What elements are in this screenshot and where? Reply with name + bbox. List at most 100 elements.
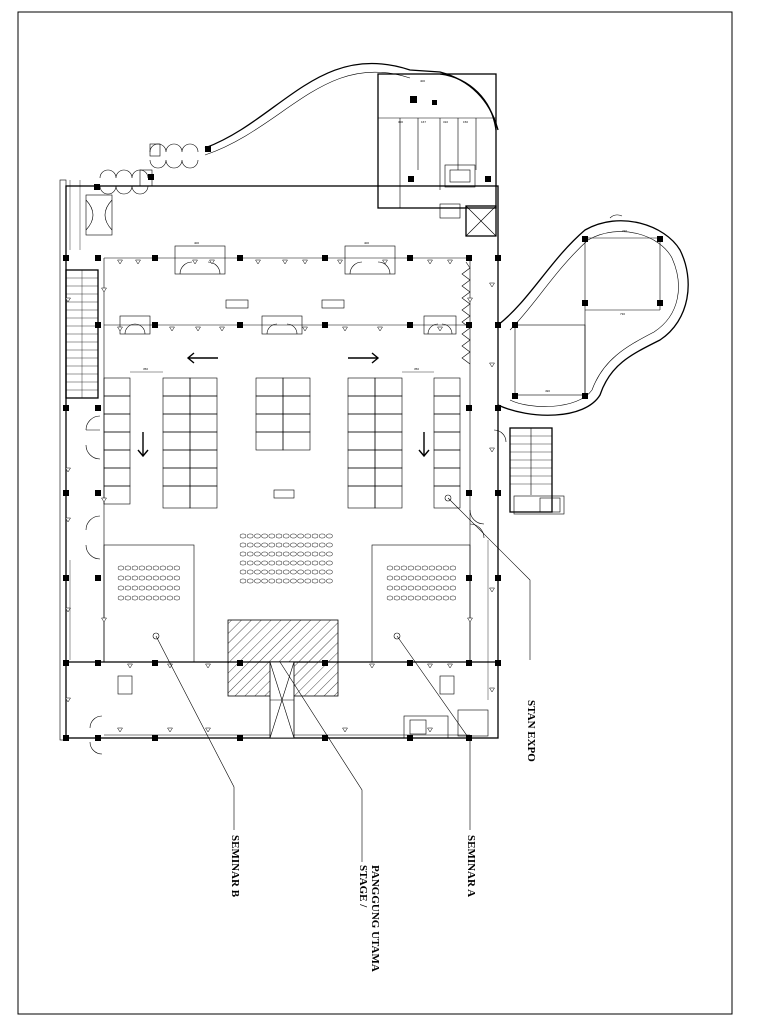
seat: [131, 585, 139, 591]
seat: [386, 565, 394, 571]
seat: [246, 551, 254, 557]
seminar-a-seats: [386, 565, 457, 601]
seat: [311, 560, 319, 566]
seat: [386, 585, 394, 591]
seat: [246, 578, 254, 584]
seat: [304, 560, 312, 566]
upper-rooms: 400 400: [119, 241, 457, 499]
seat: [124, 595, 132, 601]
seat: [311, 578, 319, 584]
seat: [173, 585, 181, 591]
wall-marker: [342, 326, 348, 332]
seat: [254, 542, 261, 548]
wall-marker: [489, 587, 495, 593]
wall-marker: [101, 287, 107, 293]
seat: [407, 575, 415, 581]
svg-text:350: 350: [414, 367, 419, 371]
wall-marker: [337, 259, 343, 265]
seat: [275, 551, 283, 557]
seat: [159, 595, 167, 601]
wall-marker: [205, 727, 211, 733]
seminar-b-room: [103, 544, 195, 663]
seat: [145, 595, 153, 601]
wall-marker: [437, 326, 443, 332]
seat: [449, 575, 457, 581]
seat: [246, 542, 254, 548]
seat: [268, 560, 276, 566]
service-block-top: 400 300 167 310 150: [377, 73, 497, 209]
seat: [268, 569, 276, 575]
wall-marker: [427, 259, 433, 265]
seat: [318, 551, 326, 557]
seat: [326, 533, 333, 539]
seat: [282, 533, 290, 539]
wall-marker: [427, 663, 433, 669]
seat: [318, 533, 326, 539]
seat: [275, 578, 283, 584]
seat: [297, 551, 304, 557]
seat: [449, 595, 457, 601]
label-stan-expo: STAN EXPO: [525, 700, 537, 762]
seat: [152, 575, 160, 581]
side-doors: [85, 415, 507, 755]
seat: [117, 565, 125, 571]
seat: [311, 569, 319, 575]
seat: [124, 565, 132, 571]
wall-markers: [65, 259, 495, 733]
wall-marker: [195, 326, 201, 332]
seat: [246, 569, 254, 575]
seat: [239, 551, 247, 557]
seat: [297, 569, 304, 575]
wall-marker: [489, 687, 495, 693]
seat: [326, 578, 333, 584]
wall-marker: [369, 663, 375, 669]
wall-marker: [169, 326, 175, 332]
wall-marker: [205, 663, 211, 669]
right-staircase: [509, 427, 565, 515]
seat: [268, 578, 276, 584]
left-staircase: [65, 269, 99, 399]
label-seminar-b: SEMINAR B: [229, 835, 241, 898]
seat: [326, 542, 333, 548]
seat: [318, 560, 326, 566]
seat: [297, 560, 304, 566]
seat: [275, 569, 283, 575]
seat: [138, 565, 146, 571]
wall-marker: [219, 326, 225, 332]
seat: [173, 575, 181, 581]
seat: [117, 595, 125, 601]
seminar-a-room: [371, 544, 471, 663]
seat: [435, 565, 443, 571]
drawing-border: [17, 11, 733, 1015]
seat: [435, 585, 443, 591]
wall-marker: [342, 727, 348, 733]
seat: [173, 565, 181, 571]
seat: [275, 560, 283, 566]
main-audience-seats: [239, 533, 333, 584]
seat: [297, 578, 304, 584]
seat: [400, 595, 408, 601]
wall-marker: [167, 727, 173, 733]
structural-columns: [63, 255, 501, 741]
wall-marker: [302, 326, 308, 332]
seat: [290, 578, 297, 584]
seat: [254, 569, 261, 575]
seat: [254, 551, 261, 557]
seat: [290, 551, 297, 557]
seat: [282, 542, 290, 548]
seat: [152, 595, 160, 601]
seat: [407, 585, 415, 591]
seat: [386, 575, 394, 581]
seat: [275, 542, 283, 548]
seat: [282, 578, 290, 584]
seat: [173, 595, 181, 601]
seat: [311, 533, 319, 539]
wall-marker: [192, 259, 198, 265]
seat: [393, 565, 401, 571]
wall-marker: [489, 282, 495, 288]
seat: [261, 551, 268, 557]
seat: [261, 578, 268, 584]
expo-booths: 350 350: [103, 367, 461, 509]
seat: [400, 575, 408, 581]
